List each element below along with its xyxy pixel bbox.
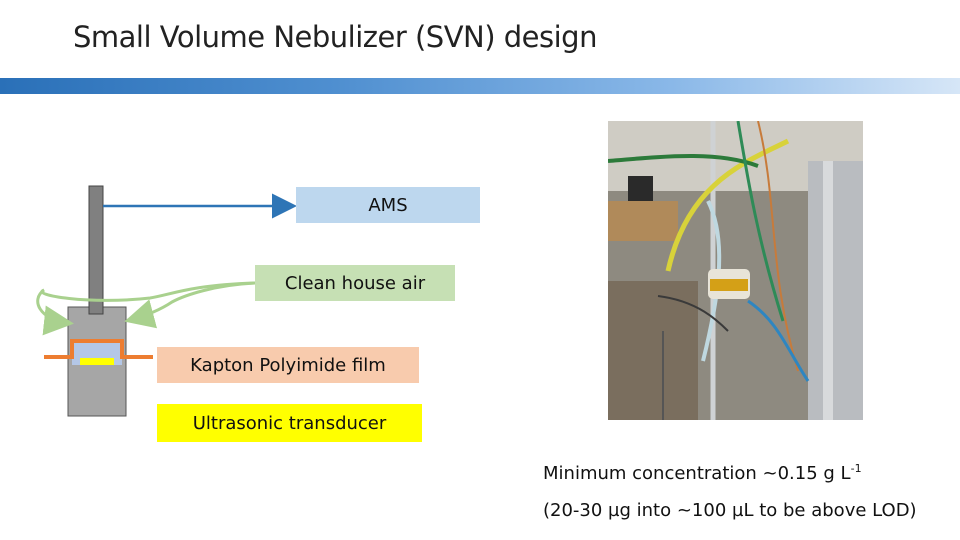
clean-air-label: Clean house air [255,265,455,301]
transducer-element [80,358,114,365]
unit-exponent: -1 [850,462,862,475]
lod-note: (20-30 µg into ~100 µL to be above LOD) [543,500,917,521]
min-concentration-note: Minimum concentration ~0.15 g L-1 [543,462,862,484]
title-accent-bar [0,78,960,94]
air-arrow-left [36,281,256,336]
ams-label: AMS [296,187,480,223]
ultrasonic-transducer-label: Ultrasonic transducer [157,404,422,442]
page-title: Small Volume Nebulizer (SVN) design [73,20,597,54]
air-arrow-right [124,281,256,329]
kapton-film-label: Kapton Polyimide film [157,347,419,383]
lab-setup-photo [608,121,863,420]
kapton-film [44,339,153,359]
outlet-tube [88,185,104,315]
min-concentration-text: Minimum concentration ~0.15 g L [543,463,851,484]
